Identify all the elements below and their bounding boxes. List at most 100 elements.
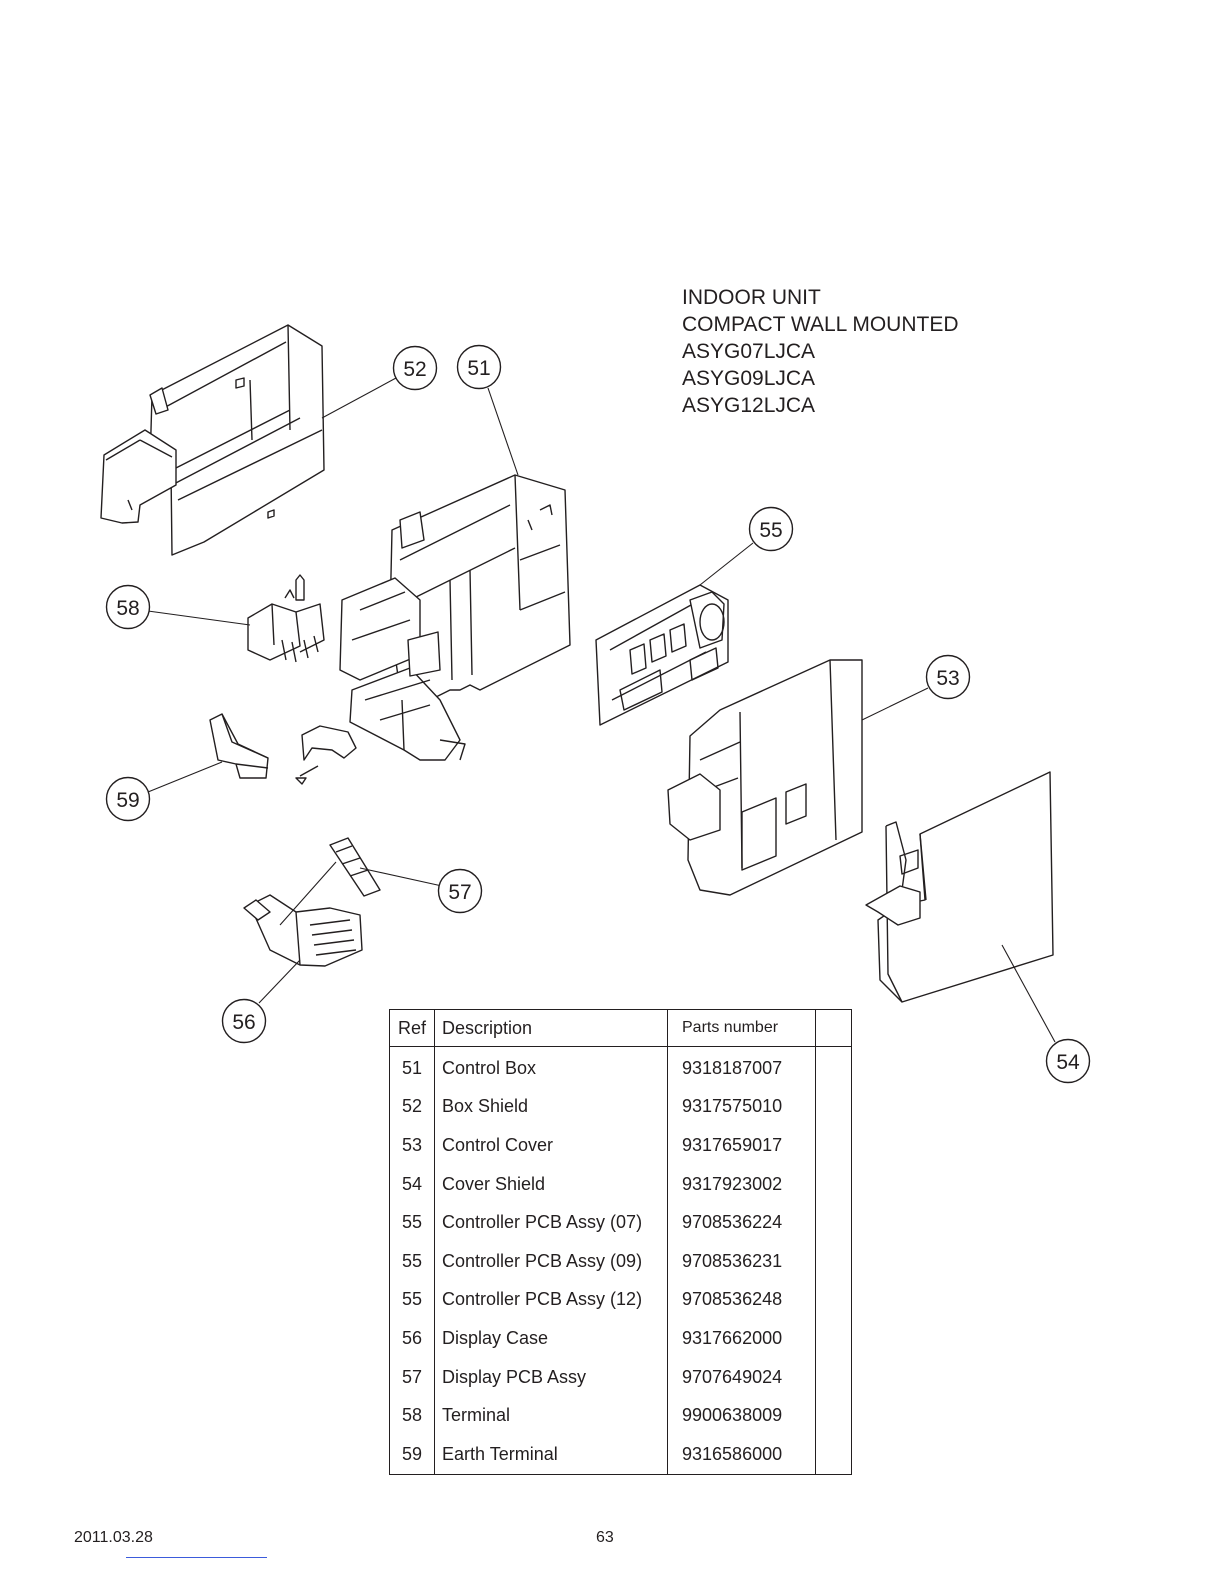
- title-line: ASYG07LJCA: [682, 340, 816, 363]
- parts-number-cell: 9317662000: [667, 1319, 816, 1358]
- title-line: ASYG12LJCA: [682, 394, 816, 417]
- callout-circle: [1045, 1038, 1091, 1084]
- callout-label-54: 54: [1056, 1051, 1080, 1074]
- title-line: COMPACT WALL MOUNTED: [682, 313, 959, 336]
- footer-link-underline: [126, 1557, 267, 1558]
- description-cell: Display Case: [434, 1319, 668, 1358]
- parts-number-cell: 9900638009: [667, 1396, 816, 1435]
- ref-cell: 56: [389, 1319, 435, 1358]
- callout-label-56: 56: [232, 1011, 255, 1034]
- parts-number-cell: 9708536248: [667, 1280, 816, 1320]
- part-display-case-drawing: [243, 894, 363, 967]
- parts-number-cell: 9317575010: [667, 1087, 816, 1127]
- table-header-row: Ref Description Parts number: [389, 1009, 852, 1047]
- ref-cell: 55: [389, 1241, 435, 1281]
- parts-number-cell: 9316586000: [667, 1434, 816, 1475]
- title-line: ASYG09LJCA: [682, 367, 816, 390]
- parts-number-cell: 9708536231: [667, 1241, 816, 1281]
- ref-cell: 54: [389, 1164, 435, 1204]
- blank-cell: [815, 1046, 852, 1088]
- description-cell: Control Box: [434, 1046, 668, 1088]
- parts-number-cell: 9708536224: [667, 1203, 816, 1242]
- callout-label-53: 53: [936, 667, 959, 690]
- blank-cell: [815, 1126, 852, 1165]
- part-display-pcb-drawing: [329, 837, 381, 897]
- description-cell: Earth Terminal: [434, 1434, 668, 1475]
- ref-cell: 52: [389, 1087, 435, 1127]
- blank-cell: [815, 1396, 852, 1435]
- parts-number-column-header: Parts number: [667, 1009, 816, 1047]
- description-cell: Control Cover: [434, 1126, 668, 1165]
- description-cell: Controller PCB Assy (09): [434, 1241, 668, 1281]
- blank-cell: [815, 1357, 852, 1397]
- callout-label-57: 57: [448, 881, 471, 904]
- ref-cell: 57: [389, 1357, 435, 1397]
- blank-cell: [815, 1280, 852, 1320]
- callout-label-59: 59: [116, 789, 139, 812]
- ref-cell: 58: [389, 1396, 435, 1435]
- callout-circle: [925, 654, 971, 700]
- callout-circle: [392, 345, 438, 391]
- blank-cell: [815, 1203, 852, 1242]
- callout-circle: [105, 584, 151, 630]
- part-control-box-drawing: [339, 474, 571, 761]
- ref-cell: 53: [389, 1126, 435, 1165]
- callout-leader-lines: [147, 377, 1056, 1043]
- part-earth-terminal-drawing: [209, 713, 269, 779]
- callout-circle: [221, 998, 267, 1044]
- callout-label-58: 58: [116, 597, 139, 620]
- callout-label-51: 51: [467, 357, 490, 380]
- footer-date: 2011.03.28: [74, 1529, 153, 1546]
- blank-cell: [815, 1164, 852, 1204]
- ref-cell: 59: [389, 1434, 435, 1475]
- blank-column-header: [815, 1009, 852, 1047]
- part-controller-pcb-drawing: [595, 584, 729, 726]
- title-line: INDOOR UNIT: [682, 286, 821, 309]
- description-cell: Cover Shield: [434, 1164, 668, 1204]
- description-column-header: Description: [434, 1009, 668, 1047]
- description-cell: Controller PCB Assy (12): [434, 1280, 668, 1320]
- callout-label-55: 55: [759, 519, 782, 542]
- description-cell: Display PCB Assy: [434, 1357, 668, 1397]
- ref-cell: 55: [389, 1280, 435, 1320]
- parts-number-cell: 9707649024: [667, 1357, 816, 1397]
- ref-cell: 55: [389, 1203, 435, 1242]
- callout-label-52: 52: [403, 358, 426, 381]
- blank-cell: [815, 1087, 852, 1127]
- part-terminal-drawing: [247, 574, 325, 663]
- callout-circle: [437, 868, 483, 914]
- ref-column-header: Ref: [389, 1009, 435, 1047]
- part-cover-shield-drawing: [865, 771, 1054, 1003]
- part-clamp-and-screw-drawing: [295, 725, 357, 785]
- callout-circle: [456, 344, 502, 390]
- ref-cell: 51: [389, 1046, 435, 1088]
- callout-circle: [748, 506, 794, 552]
- blank-cell: [815, 1241, 852, 1281]
- blank-cell: [815, 1319, 852, 1358]
- page-number: 63: [596, 1529, 614, 1546]
- description-cell: Box Shield: [434, 1087, 668, 1127]
- parts-number-cell: 9317923002: [667, 1164, 816, 1204]
- parts-number-cell: 9318187007: [667, 1046, 816, 1088]
- description-cell: Terminal: [434, 1396, 668, 1435]
- model-title-block: INDOOR UNIT COMPACT WALL MOUNTED ASYG07L…: [682, 284, 959, 419]
- part-control-cover-drawing: [667, 659, 863, 896]
- part-box-shield-drawing: [100, 324, 325, 556]
- callout-circle: [105, 776, 151, 822]
- description-cell: Controller PCB Assy (07): [434, 1203, 668, 1242]
- parts-number-cell: 9317659017: [667, 1126, 816, 1165]
